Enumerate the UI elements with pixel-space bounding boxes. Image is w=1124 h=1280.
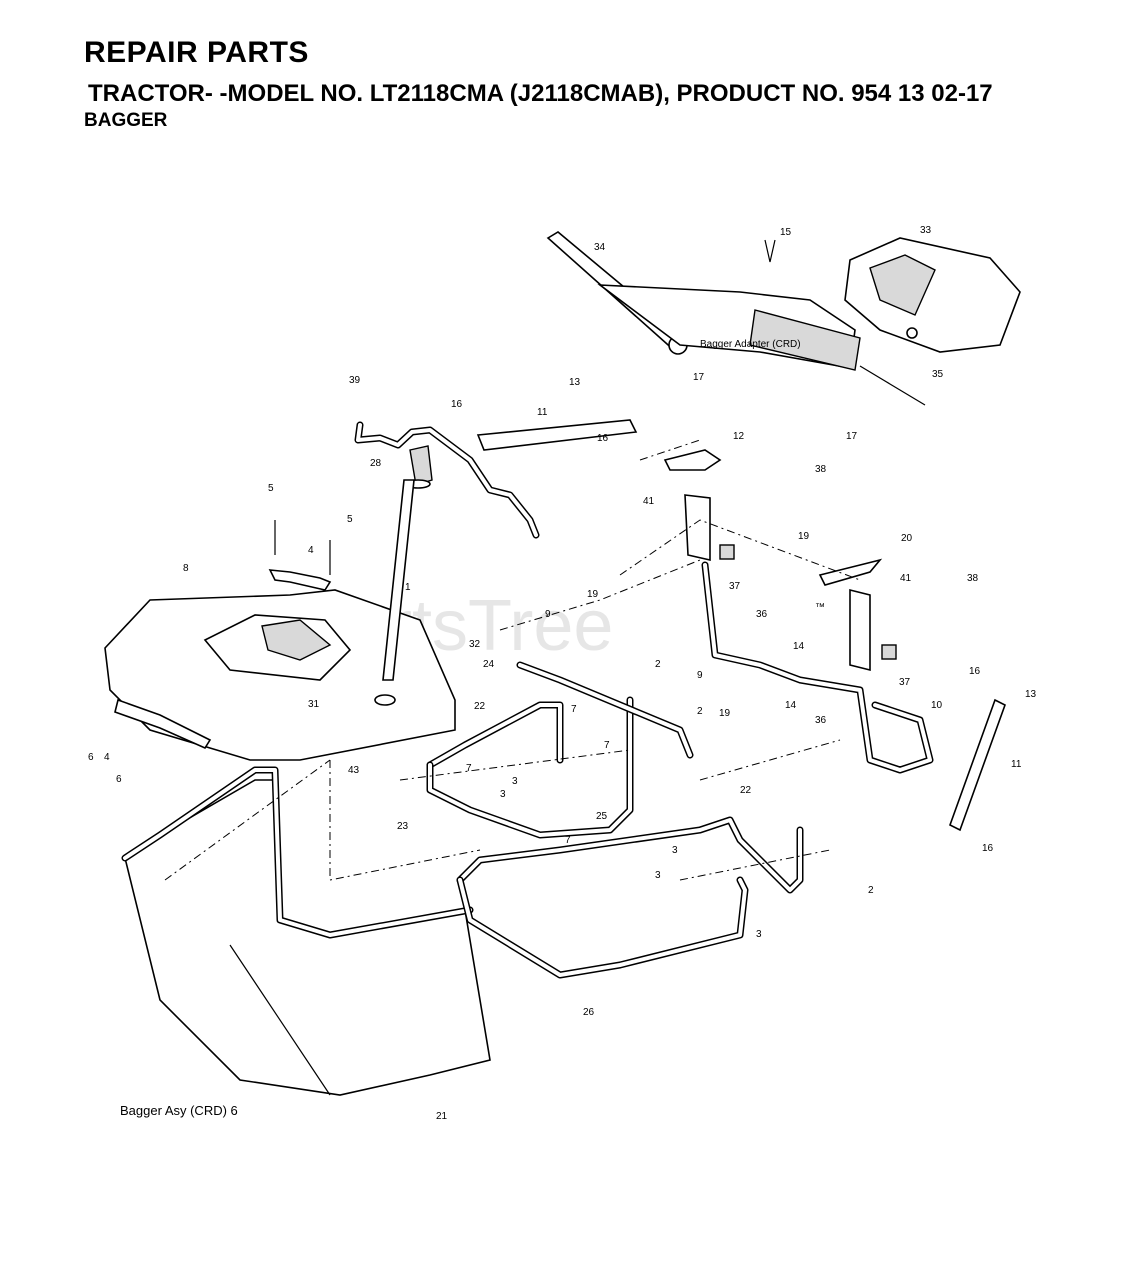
callout-14: 14	[793, 641, 805, 652]
callout-19c: 19	[719, 708, 731, 719]
callout-11b: 11	[1011, 759, 1022, 770]
callout-17b: 17	[846, 431, 858, 442]
bagger-adapter-group: Bagger Adapter (CRD)	[546, 231, 1021, 406]
adapter-opening	[869, 254, 936, 316]
callout-31: 31	[308, 699, 320, 710]
callout-9b: 9	[697, 670, 703, 681]
callout-11: 11	[537, 407, 548, 418]
callout-25: 25	[596, 811, 608, 822]
cover-handle-slot	[261, 619, 332, 661]
callout-38: 38	[815, 464, 827, 475]
callout-15: 15	[780, 227, 792, 238]
callout-16c: 16	[969, 666, 981, 677]
callout-6: 6	[88, 752, 94, 763]
page-title: REPAIR PARTS	[84, 36, 309, 69]
support-10	[701, 561, 934, 774]
callout-3d: 3	[655, 870, 661, 881]
callout-7c: 7	[565, 835, 571, 846]
callout-3e: 3	[756, 929, 762, 940]
callout-26: 26	[583, 1007, 595, 1018]
callout-36: 36	[756, 609, 768, 620]
adapter-channel	[749, 309, 861, 371]
callout-10: 10	[931, 700, 943, 711]
handle-4-top	[268, 569, 332, 591]
callout-5: 5	[268, 483, 274, 494]
callout-19b: 19	[587, 589, 599, 600]
frame-26-bottom	[456, 876, 749, 979]
callout-16b: 16	[597, 433, 609, 444]
callout-37b: 37	[899, 677, 911, 688]
handle-4-side	[114, 698, 212, 750]
bag-seam	[229, 944, 331, 1096]
bagger-cover	[104, 589, 456, 761]
adapter-label: Bagger Adapter (CRD)	[700, 339, 801, 350]
callout-4b: 4	[104, 752, 110, 763]
callout-35: 35	[932, 369, 944, 380]
callout-2: 2	[655, 659, 661, 670]
callout-16: 16	[451, 399, 463, 410]
callout-3c: 3	[672, 845, 678, 856]
callout-7d: 7	[571, 704, 577, 715]
callout-41b: 41	[900, 573, 912, 584]
callout-16d: 16	[982, 843, 994, 854]
callout-24: 24	[483, 659, 495, 670]
model-subtitle: TRACTOR- -MODEL NO. LT2118CMA (J2118CMAB…	[88, 80, 993, 107]
callout-28: 28	[370, 458, 382, 469]
bracket-11-right	[949, 698, 1006, 832]
callout-21: 21	[436, 1111, 448, 1122]
footer-caption: Bagger Asy (CRD) 6	[120, 1103, 238, 1118]
cover-hole	[374, 694, 396, 706]
callout-7: 7	[604, 740, 610, 751]
callout-22: 22	[474, 701, 486, 712]
callout-36b: 36	[815, 715, 827, 726]
callout-3: 3	[512, 776, 518, 787]
callout-7b: 7	[466, 763, 472, 774]
callout-14b: 14	[785, 700, 797, 711]
callout-23: 23	[397, 821, 409, 832]
adapter-housing	[844, 237, 1021, 353]
callout-43: 43	[348, 765, 360, 776]
bumper-37-right	[881, 644, 897, 660]
callout-33: 33	[920, 225, 932, 236]
callout-2c: 2	[868, 885, 874, 896]
bumper-37-left	[719, 544, 735, 560]
callout-5b: 5	[347, 514, 353, 525]
callout-1: 1	[405, 582, 411, 593]
section-title: BAGGER	[84, 110, 168, 131]
callout-37: 37	[729, 581, 741, 592]
bag-frame	[121, 766, 491, 1096]
callout-41: 41	[643, 496, 655, 507]
callout-13: 13	[569, 377, 581, 388]
callout-32: 32	[469, 639, 481, 650]
bracket-41-right	[849, 588, 871, 672]
callout-6b: 6	[116, 774, 122, 785]
callout-20: 20	[901, 533, 913, 544]
tube-1	[382, 479, 415, 681]
watermark-tm: ™	[815, 602, 825, 613]
bracket-11-top	[476, 419, 638, 451]
callout-8: 8	[183, 563, 189, 574]
callout-17: 17	[693, 372, 705, 383]
callout-34: 34	[594, 242, 606, 253]
callout-12: 12	[733, 431, 745, 442]
bag-body	[124, 779, 491, 1096]
grip-28	[409, 445, 433, 486]
latch-20	[818, 558, 883, 586]
pin-15	[764, 239, 776, 263]
rod-35	[859, 365, 926, 406]
callout-13b: 13	[1025, 689, 1037, 700]
callout-2b: 2	[697, 706, 703, 717]
callout-39: 39	[349, 375, 361, 386]
callout-4: 4	[308, 545, 314, 556]
callout-19: 19	[798, 531, 810, 542]
callout-3b: 3	[500, 789, 506, 800]
adapter-bolt	[906, 327, 918, 339]
latch-12	[663, 449, 722, 471]
callout-9: 9	[545, 609, 551, 620]
callout-22b: 22	[740, 785, 752, 796]
callout-38b: 38	[967, 573, 979, 584]
bracket-41-left	[684, 494, 711, 562]
